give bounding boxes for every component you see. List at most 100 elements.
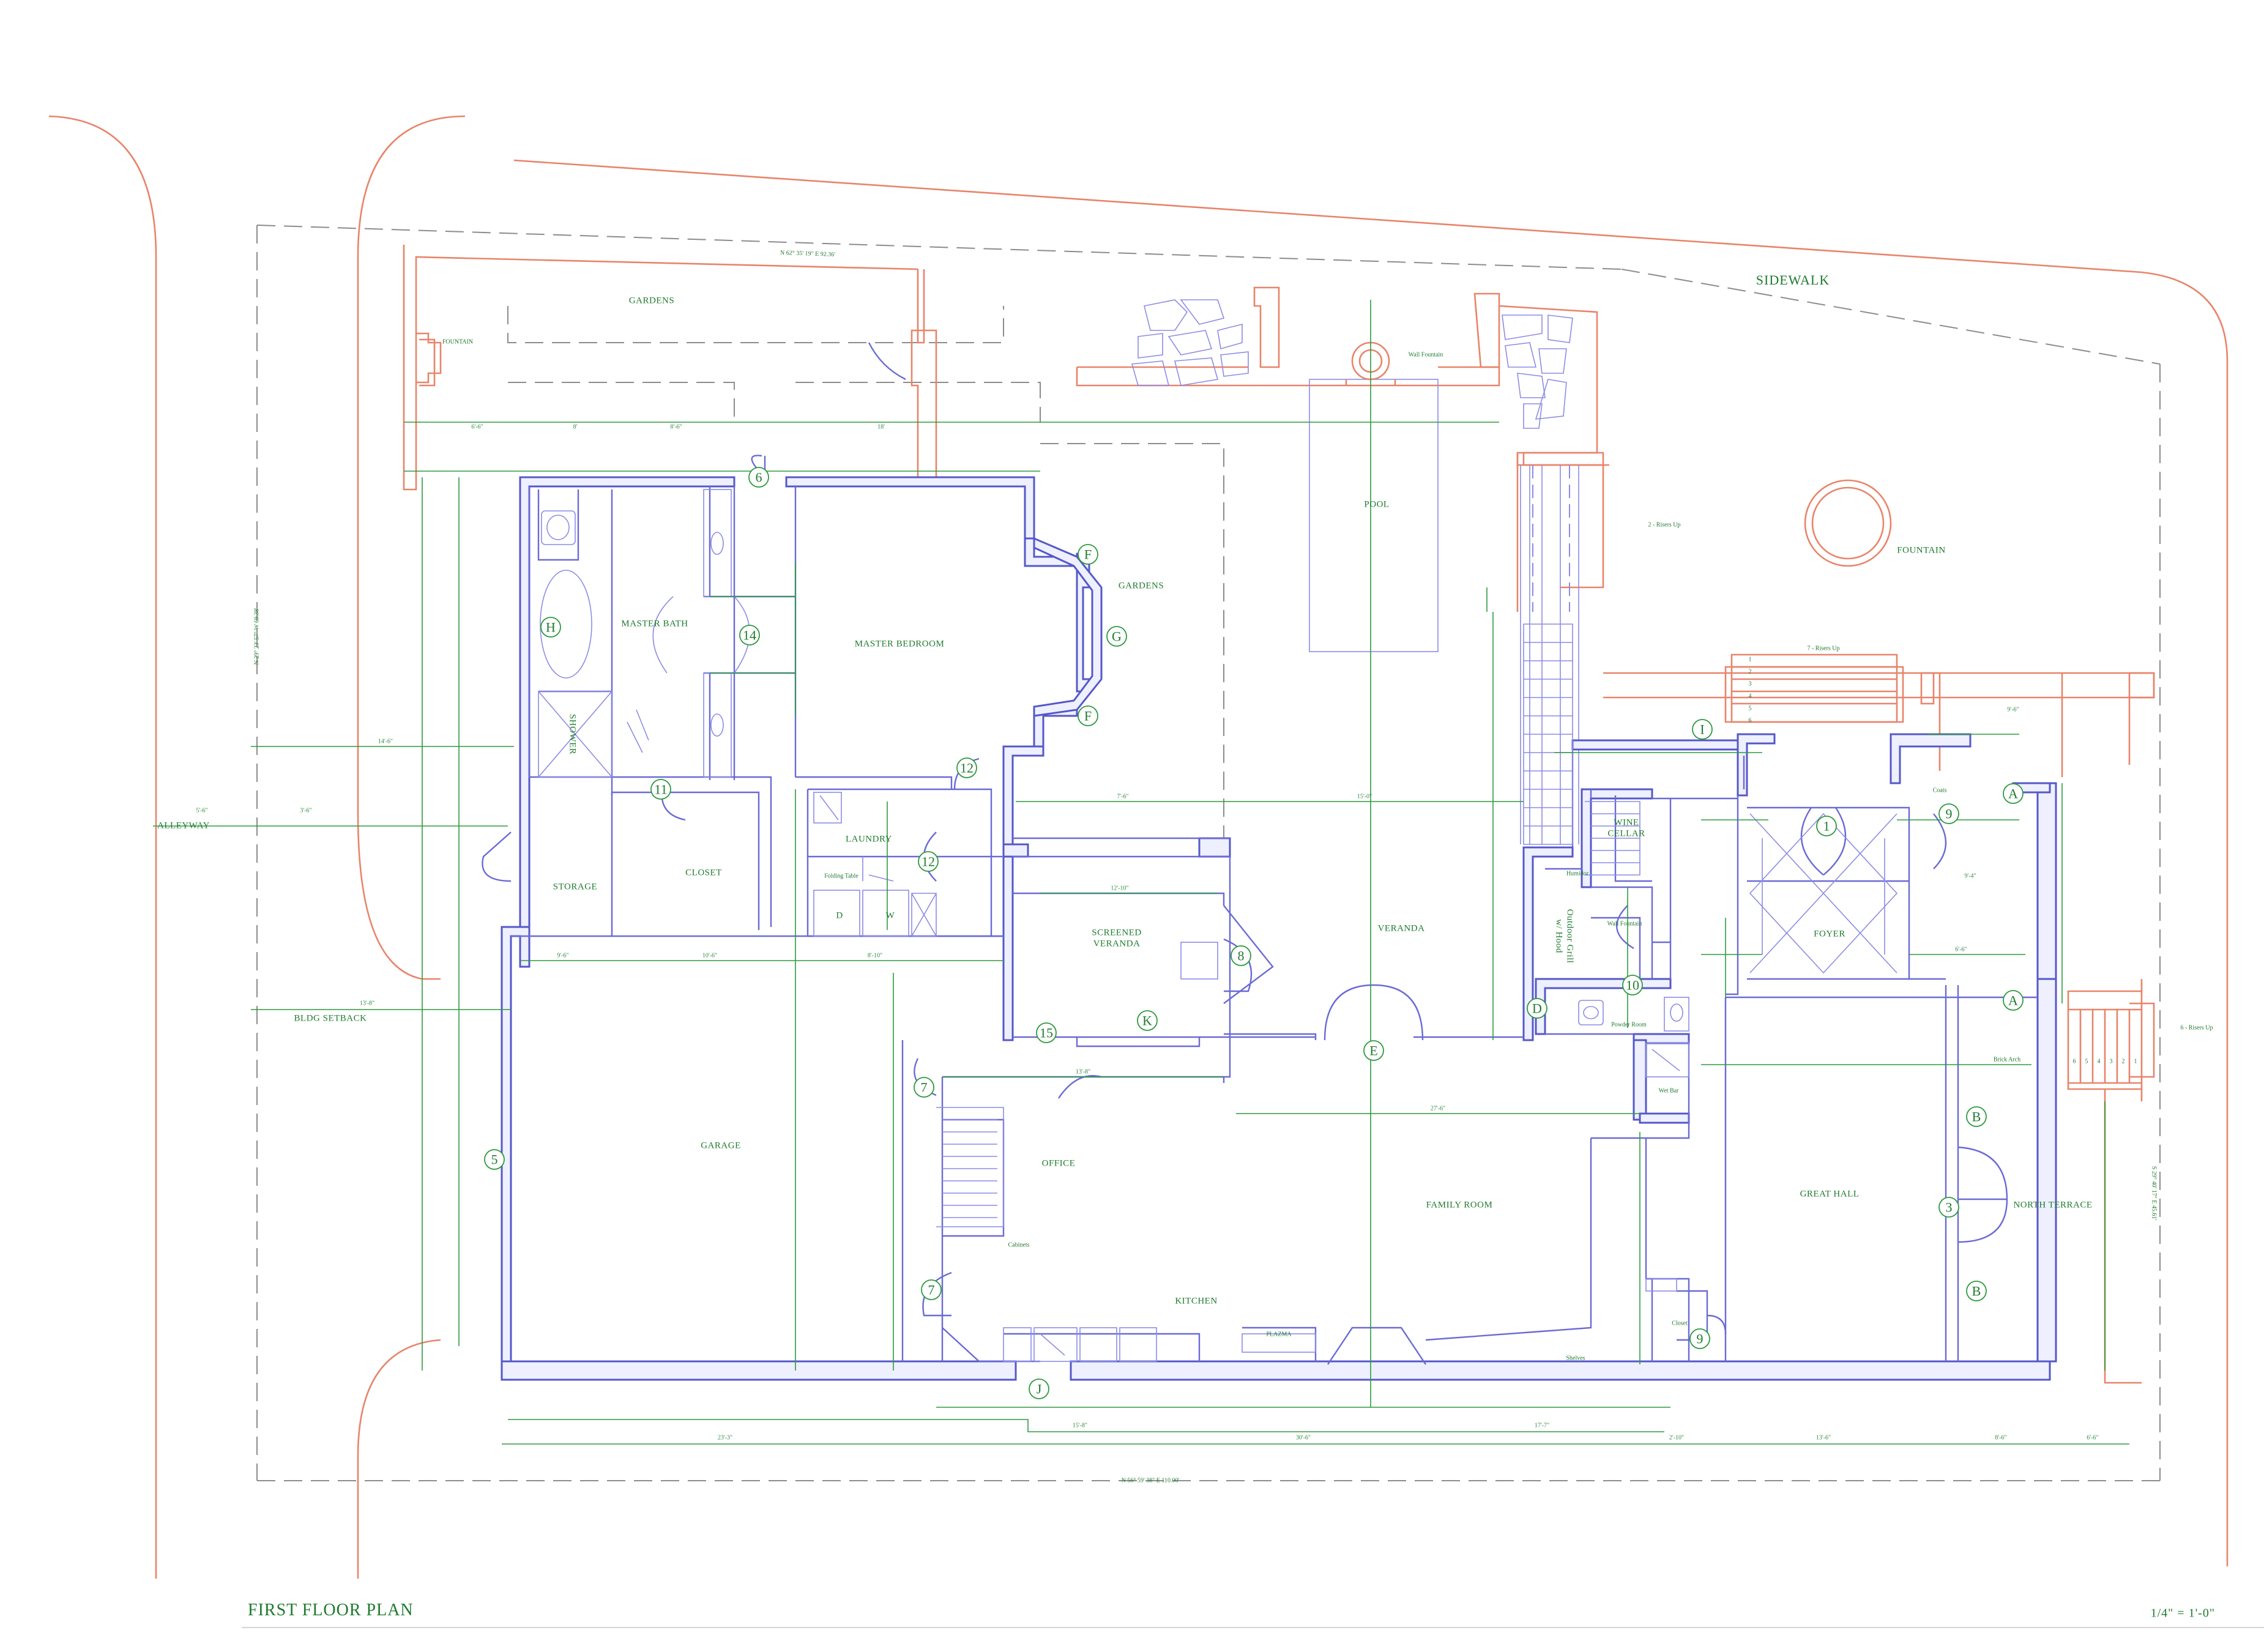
shelves-label: Shelves — [1566, 1355, 1585, 1361]
svg-text:B: B — [1972, 1284, 1981, 1299]
svg-text:12: 12 — [922, 854, 935, 869]
svg-text:2: 2 — [2122, 1058, 2125, 1065]
dimension-text: 6'-6" 8' 8'-6" 18' 14'-6" 5'-6" 3'-6" 13… — [196, 423, 2098, 1441]
folding-table-label: Folding Table — [824, 873, 858, 879]
svg-text:2: 2 — [1749, 668, 1752, 675]
veranda-label: VERANDA — [1378, 923, 1425, 933]
svg-text:7'-6": 7'-6" — [1117, 793, 1128, 800]
foyer-x — [1749, 813, 1898, 974]
svg-text:1: 1 — [1823, 819, 1830, 834]
tag: 6 — [748, 467, 769, 488]
fountain-round — [1804, 479, 1892, 567]
gardens-label: GARDENS — [1119, 581, 1164, 590]
tag: D — [1527, 998, 1547, 1019]
svg-text:5: 5 — [491, 1152, 498, 1167]
svg-text:G: G — [1112, 629, 1122, 644]
svg-text:5'-6": 5'-6" — [196, 807, 207, 814]
garage-label: GARAGE — [701, 1140, 741, 1150]
tag: 5 — [484, 1149, 505, 1170]
stair-risers-top — [1730, 653, 1898, 723]
svg-text:27'-6": 27'-6" — [1431, 1105, 1445, 1112]
svg-text:30'-6": 30'-6" — [1296, 1434, 1311, 1441]
svg-text:F: F — [1084, 547, 1092, 562]
gardens-top-label: GARDENS — [629, 296, 674, 305]
closet-small-label: Closet — [1672, 1320, 1688, 1326]
flagstones — [1131, 299, 1573, 429]
wall-fountain-label: Wall Fountain — [1607, 920, 1642, 927]
tag: 14 — [739, 625, 760, 646]
tag: F — [1078, 544, 1098, 565]
tag: 7 — [914, 1077, 934, 1098]
svg-text:1: 1 — [1749, 656, 1752, 663]
sidewalk-label: SIDEWALK — [1756, 272, 1830, 288]
site-curbs — [48, 115, 2229, 1579]
svg-text:D: D — [1532, 1001, 1542, 1016]
tag: B — [1966, 1106, 1987, 1127]
outdoor-grill-line1: Outdoor Grill — [1565, 909, 1575, 964]
svg-text:11: 11 — [654, 782, 667, 797]
svg-text:A: A — [2008, 786, 2018, 802]
svg-text:7: 7 — [928, 1282, 935, 1298]
laundry-label: LAUNDRY — [846, 834, 892, 844]
stair-main — [1523, 623, 1640, 876]
svg-text:2'-10": 2'-10" — [1669, 1434, 1684, 1441]
svg-text:10: 10 — [1626, 978, 1639, 993]
tag: 12 — [918, 851, 939, 872]
office-label: OFFICE — [1042, 1158, 1076, 1168]
screened-veranda-line1: SCREENED — [1092, 928, 1142, 937]
svg-text:8'-10": 8'-10" — [868, 952, 882, 959]
screened-veranda-line2: VERANDA — [1093, 939, 1141, 948]
svg-text:17'-7": 17'-7" — [1535, 1422, 1549, 1429]
stair-terrace — [2068, 1008, 2142, 1084]
powder-room-label: Powder Room — [1611, 1021, 1647, 1028]
plan-scale: 1/4" = 1'-0" — [2151, 1607, 2215, 1620]
svg-text:6'-6": 6'-6" — [1955, 946, 1967, 953]
stair-office — [936, 1107, 1004, 1227]
svg-text:6: 6 — [2073, 1058, 2076, 1065]
svg-text:E: E — [1369, 1043, 1377, 1059]
master-bath-label: MASTER BATH — [621, 619, 688, 628]
washer-label: W — [886, 910, 895, 920]
family-room-label: FAMILY ROOM — [1426, 1200, 1493, 1210]
closet-label: CLOSET — [685, 868, 722, 877]
bay-window — [1033, 537, 1103, 717]
svg-text:13'-8": 13'-8" — [1076, 1068, 1090, 1075]
plan-title: FIRST FLOOR PLAN — [248, 1601, 414, 1620]
svg-text:6'-6": 6'-6" — [471, 423, 483, 430]
pool — [1309, 341, 1439, 652]
svg-text:5: 5 — [2085, 1058, 2088, 1065]
fountain-label: FOUNTAIN — [1897, 545, 1945, 555]
svg-text:10'-6": 10'-6" — [702, 952, 717, 959]
pool-label: POOL — [1364, 499, 1389, 509]
wall-fountain-top-label: Wall Fountain — [1409, 351, 1443, 358]
storage-label: STORAGE — [553, 882, 597, 891]
kitchen-fixtures — [1003, 942, 1689, 1362]
tag: J — [1029, 1379, 1049, 1399]
svg-text:1: 1 — [2134, 1058, 2137, 1065]
fountain-small — [416, 332, 442, 384]
svg-text:K: K — [1142, 1013, 1152, 1029]
svg-text:18': 18' — [877, 423, 885, 430]
svg-text:4: 4 — [2098, 1058, 2101, 1065]
brick-arch-label: Brick Arch — [1994, 1056, 2020, 1063]
fountain-small-label: FOUNTAIN — [442, 338, 473, 345]
tag: H — [540, 617, 561, 638]
tag: 9 — [1689, 1328, 1710, 1349]
title-block: FIRST FLOOR PLAN 1/4" = 1'-0" — [242, 1601, 2264, 1628]
svg-text:3: 3 — [2110, 1058, 2113, 1065]
svg-text:12: 12 — [960, 761, 974, 776]
humidor-label: Humidor — [1566, 870, 1589, 877]
tag: G — [1106, 626, 1127, 647]
tag: E — [1363, 1040, 1384, 1061]
dimension-lines — [153, 300, 2129, 1445]
svg-text:9'-4": 9'-4" — [1964, 873, 1976, 879]
bearing-bottom: N 56° 59' 38" E 110.00' — [1122, 1477, 1180, 1484]
alleyway-label: ALLEYWAY — [157, 820, 210, 830]
svg-text:8'-6": 8'-6" — [670, 423, 682, 430]
tag: K — [1137, 1010, 1158, 1031]
svg-text:4: 4 — [1749, 693, 1752, 699]
tag: F — [1078, 705, 1098, 726]
labels-rooms: MASTER BATH MASTER BEDROOM GARDENS SHOWE… — [553, 581, 2092, 1361]
svg-text:I: I — [1700, 722, 1704, 737]
